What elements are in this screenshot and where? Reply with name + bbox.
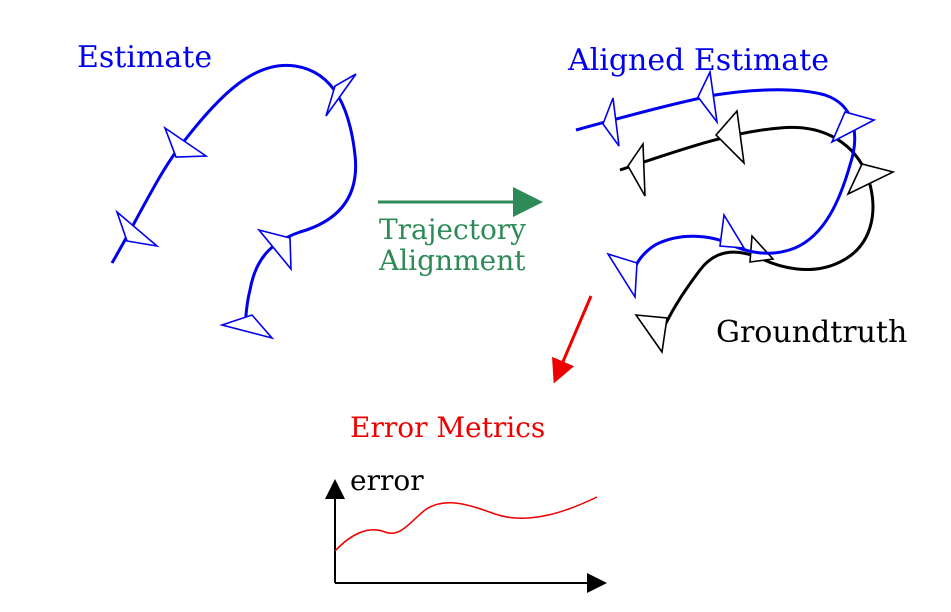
estimate-pose-2 xyxy=(163,125,209,158)
groundtruth-pose-4 xyxy=(749,234,775,263)
estimate-label: Estimate xyxy=(77,40,213,75)
error-plot xyxy=(325,479,607,593)
groundtruth-label: Groundtruth xyxy=(716,315,908,350)
aligned-estimate-label: Aligned Estimate xyxy=(568,43,829,78)
estimate-pose-4 xyxy=(256,228,292,272)
estimate-pose-1 xyxy=(115,209,160,248)
aligned-pose-1 xyxy=(602,97,620,147)
aligned-pose-3 xyxy=(830,111,877,144)
aligned-estimate-trajectory xyxy=(575,69,877,300)
trajectory-alignment-line2: Alignment xyxy=(379,244,526,278)
estimate-pose-5 xyxy=(219,314,275,340)
aligned-pose-2 xyxy=(697,69,719,125)
trajectory-alignment-line1: Trajectory xyxy=(379,213,526,246)
error-plot-curve xyxy=(334,496,598,552)
aligned-estimate-curve xyxy=(575,88,857,281)
aligned-pose-5 xyxy=(606,252,638,300)
estimate-trajectory xyxy=(110,63,358,340)
aligned-pose-4 xyxy=(719,212,746,249)
groundtruth-pose-2 xyxy=(714,109,746,166)
estimate-curve xyxy=(110,63,358,327)
groundtruth-pose-3 xyxy=(846,163,896,196)
estimate-pose-3 xyxy=(325,73,357,117)
groundtruth-pose-5 xyxy=(634,314,668,355)
groundtruth-pose-1 xyxy=(627,141,646,197)
groundtruth-trajectory xyxy=(619,109,896,355)
error-arrow xyxy=(552,295,593,384)
error-axis-label: error xyxy=(350,464,424,497)
error-metrics-label: Error Metrics xyxy=(350,411,546,444)
trajectory-alignment-label: Trajectory Alignment xyxy=(379,214,526,277)
groundtruth-curve xyxy=(619,125,875,326)
